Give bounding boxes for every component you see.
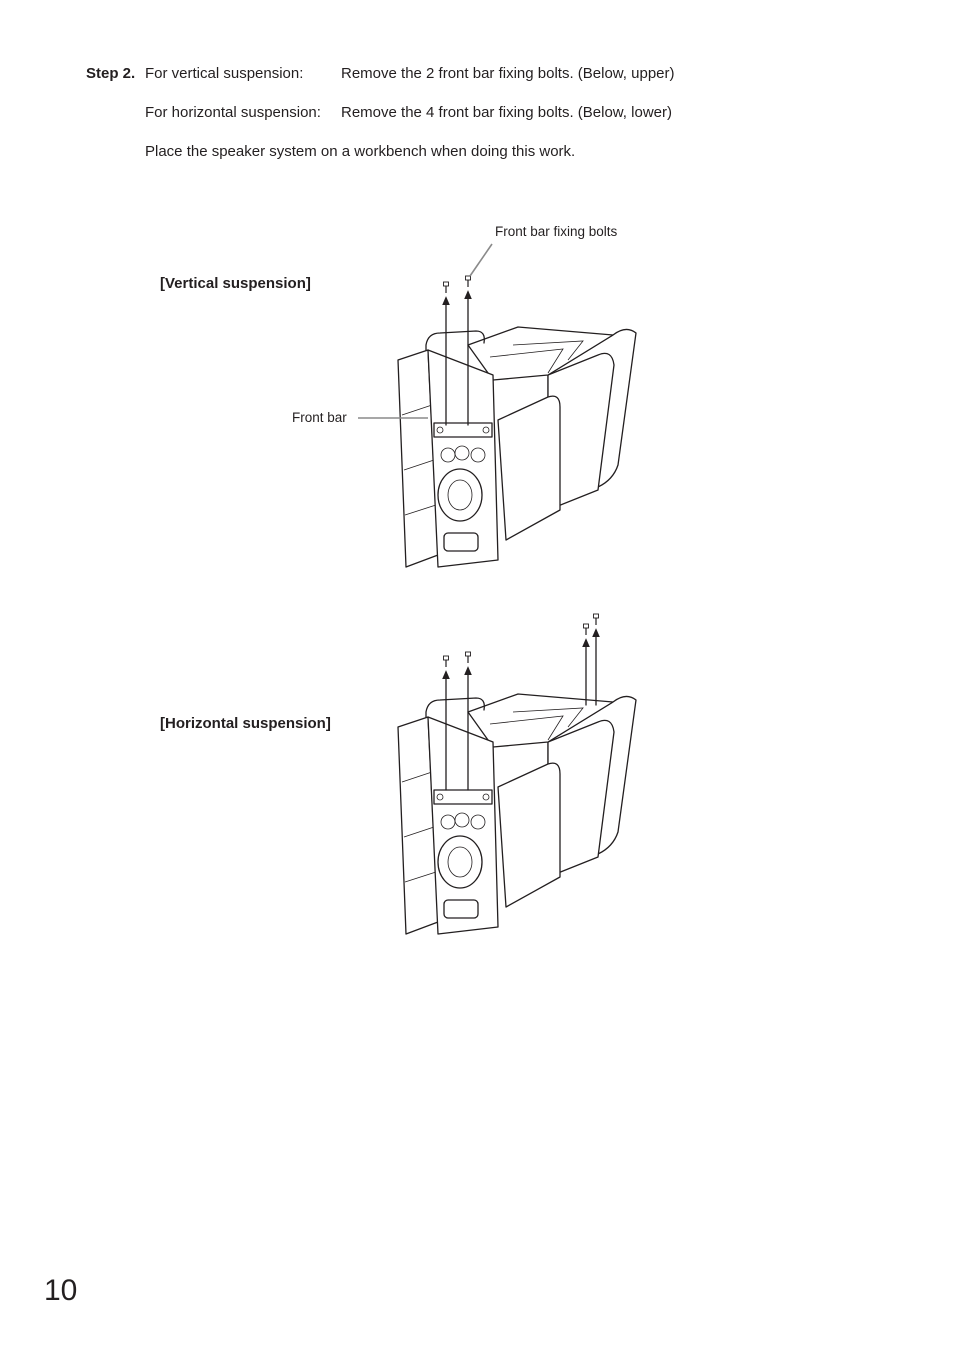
vertical-action: Remove the 2 front bar fixing bolts. (Be…: [341, 65, 675, 82]
horizontal-bolt-2: [464, 651, 472, 791]
step-label: Step 2.: [86, 65, 136, 82]
horizontal-bolt-4: [592, 613, 600, 706]
horizontal-action: Remove the 4 front bar fixing bolts. (Be…: [341, 104, 672, 121]
horizontal-bolt-3: [582, 623, 590, 706]
horizontal-suspension-heading: [Horizontal suspension]: [160, 715, 331, 732]
workbench-note: Place the speaker system on a workbench …: [145, 143, 576, 160]
bolts-leader-line: [469, 243, 493, 277]
front-bar-label: Front bar: [292, 410, 347, 425]
vertical-suspension-heading: [Vertical suspension]: [160, 275, 311, 292]
front-bar-fixing-bolts-label: Front bar fixing bolts: [495, 224, 618, 239]
horizontal-bolt-1: [442, 655, 450, 791]
horizontal-condition: For horizontal suspension:: [145, 104, 321, 121]
vertical-bolt-1: [442, 281, 450, 426]
vertical-condition: For vertical suspension:: [145, 65, 304, 82]
page-number: 10: [44, 1274, 78, 1307]
vertical-bolt-2: [464, 275, 472, 426]
